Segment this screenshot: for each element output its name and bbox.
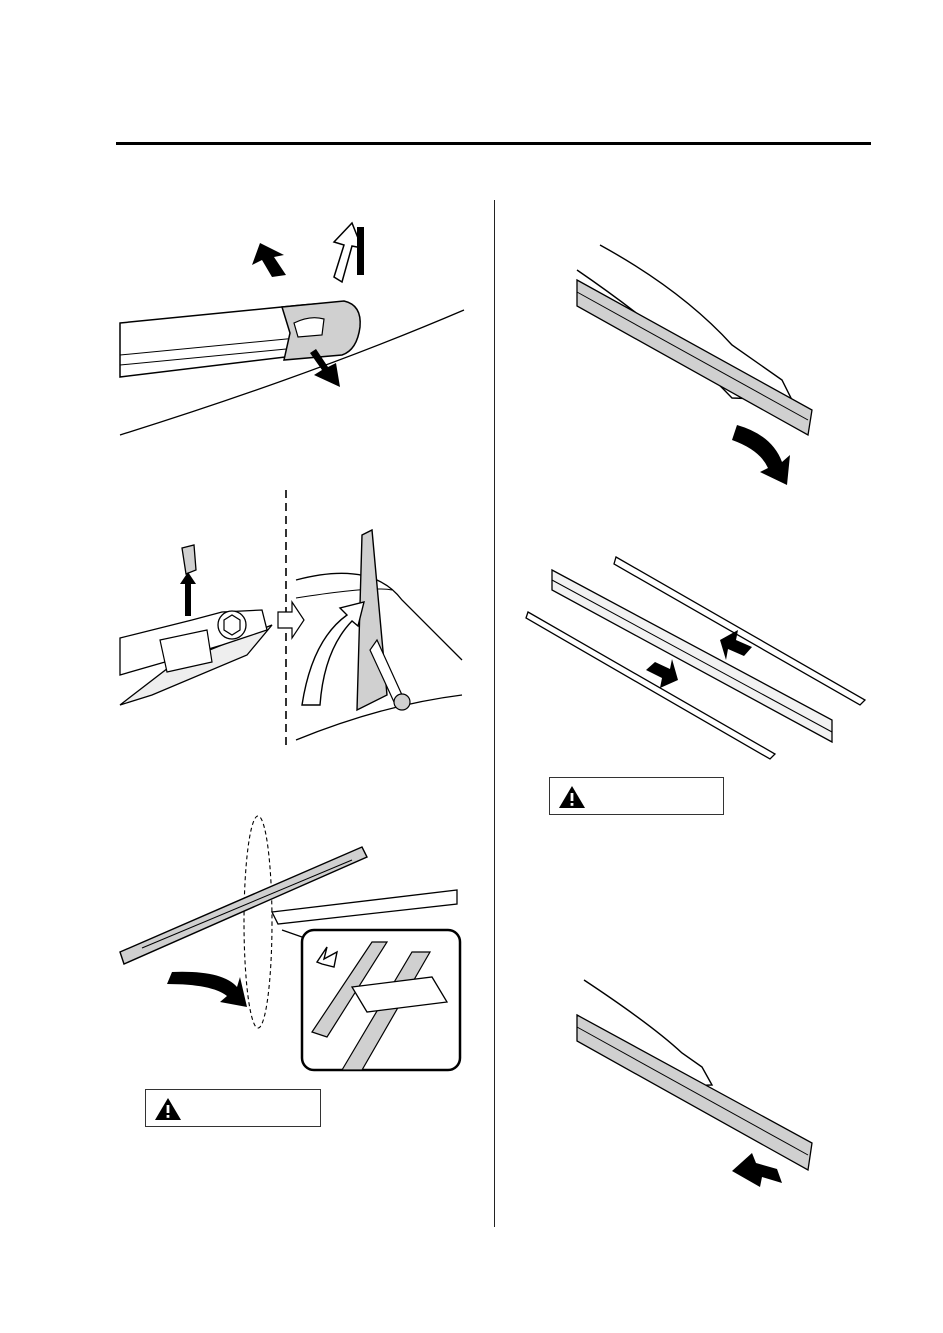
wiper-blade-detach-illustration: [119, 815, 462, 1072]
wiper-rubber-pull-illustration: [576, 244, 813, 485]
warning-triangle-icon: [559, 786, 585, 808]
wiper-rubber-insert-illustration: [576, 979, 813, 1187]
header-rule: [116, 142, 871, 145]
wiper-arm-cover-illustration: [119, 221, 465, 436]
warning-triangle-icon: [155, 1098, 181, 1120]
warning-box: [145, 1089, 321, 1127]
wiper-clip-removal-illustration: [119, 490, 463, 745]
column-divider: [494, 200, 495, 1227]
wiper-rubber-strips-illustration: [525, 556, 867, 760]
warning-box: [549, 777, 724, 815]
